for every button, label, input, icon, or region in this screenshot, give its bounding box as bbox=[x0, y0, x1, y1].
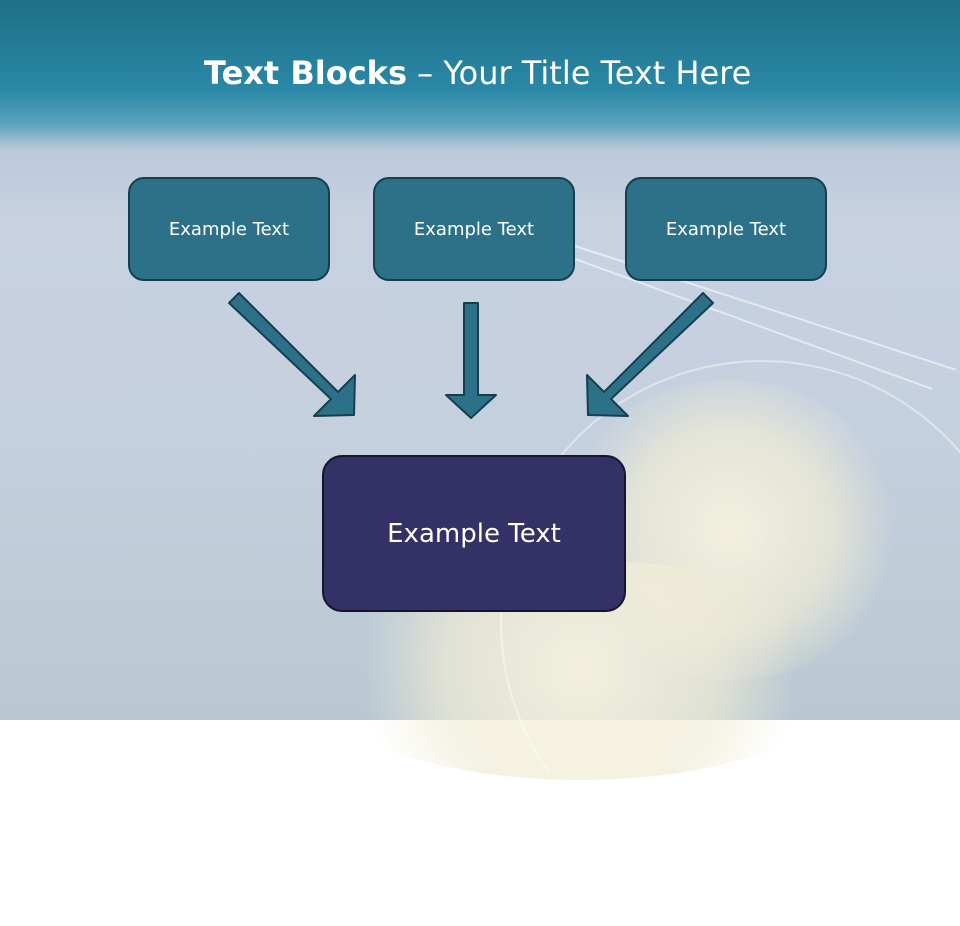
text-block-result: Example Text bbox=[322, 455, 626, 612]
text-block-left-label: Example Text bbox=[168, 218, 290, 240]
arrows-layer bbox=[228, 292, 714, 419]
title-rest: Your Title Text Here bbox=[443, 54, 752, 92]
text-block-left: Example Text bbox=[128, 177, 330, 281]
text-block-result-label: Example Text bbox=[387, 518, 561, 549]
text-block-center: Example Text bbox=[373, 177, 575, 281]
arrow-diagonal-left bbox=[586, 292, 714, 417]
text-block-center-label: Example Text bbox=[413, 218, 535, 240]
title-bold: Text Blocks bbox=[204, 54, 407, 92]
title-bar bbox=[0, 0, 960, 150]
slide-title: Text Blocks – Your Title Text Here bbox=[204, 54, 751, 92]
title-dash: – bbox=[407, 54, 444, 92]
text-block-right-label: Example Text bbox=[665, 218, 787, 240]
arrow-down bbox=[445, 302, 497, 419]
arrow-diagonal-right bbox=[228, 292, 356, 417]
text-block-right: Example Text bbox=[625, 177, 827, 281]
